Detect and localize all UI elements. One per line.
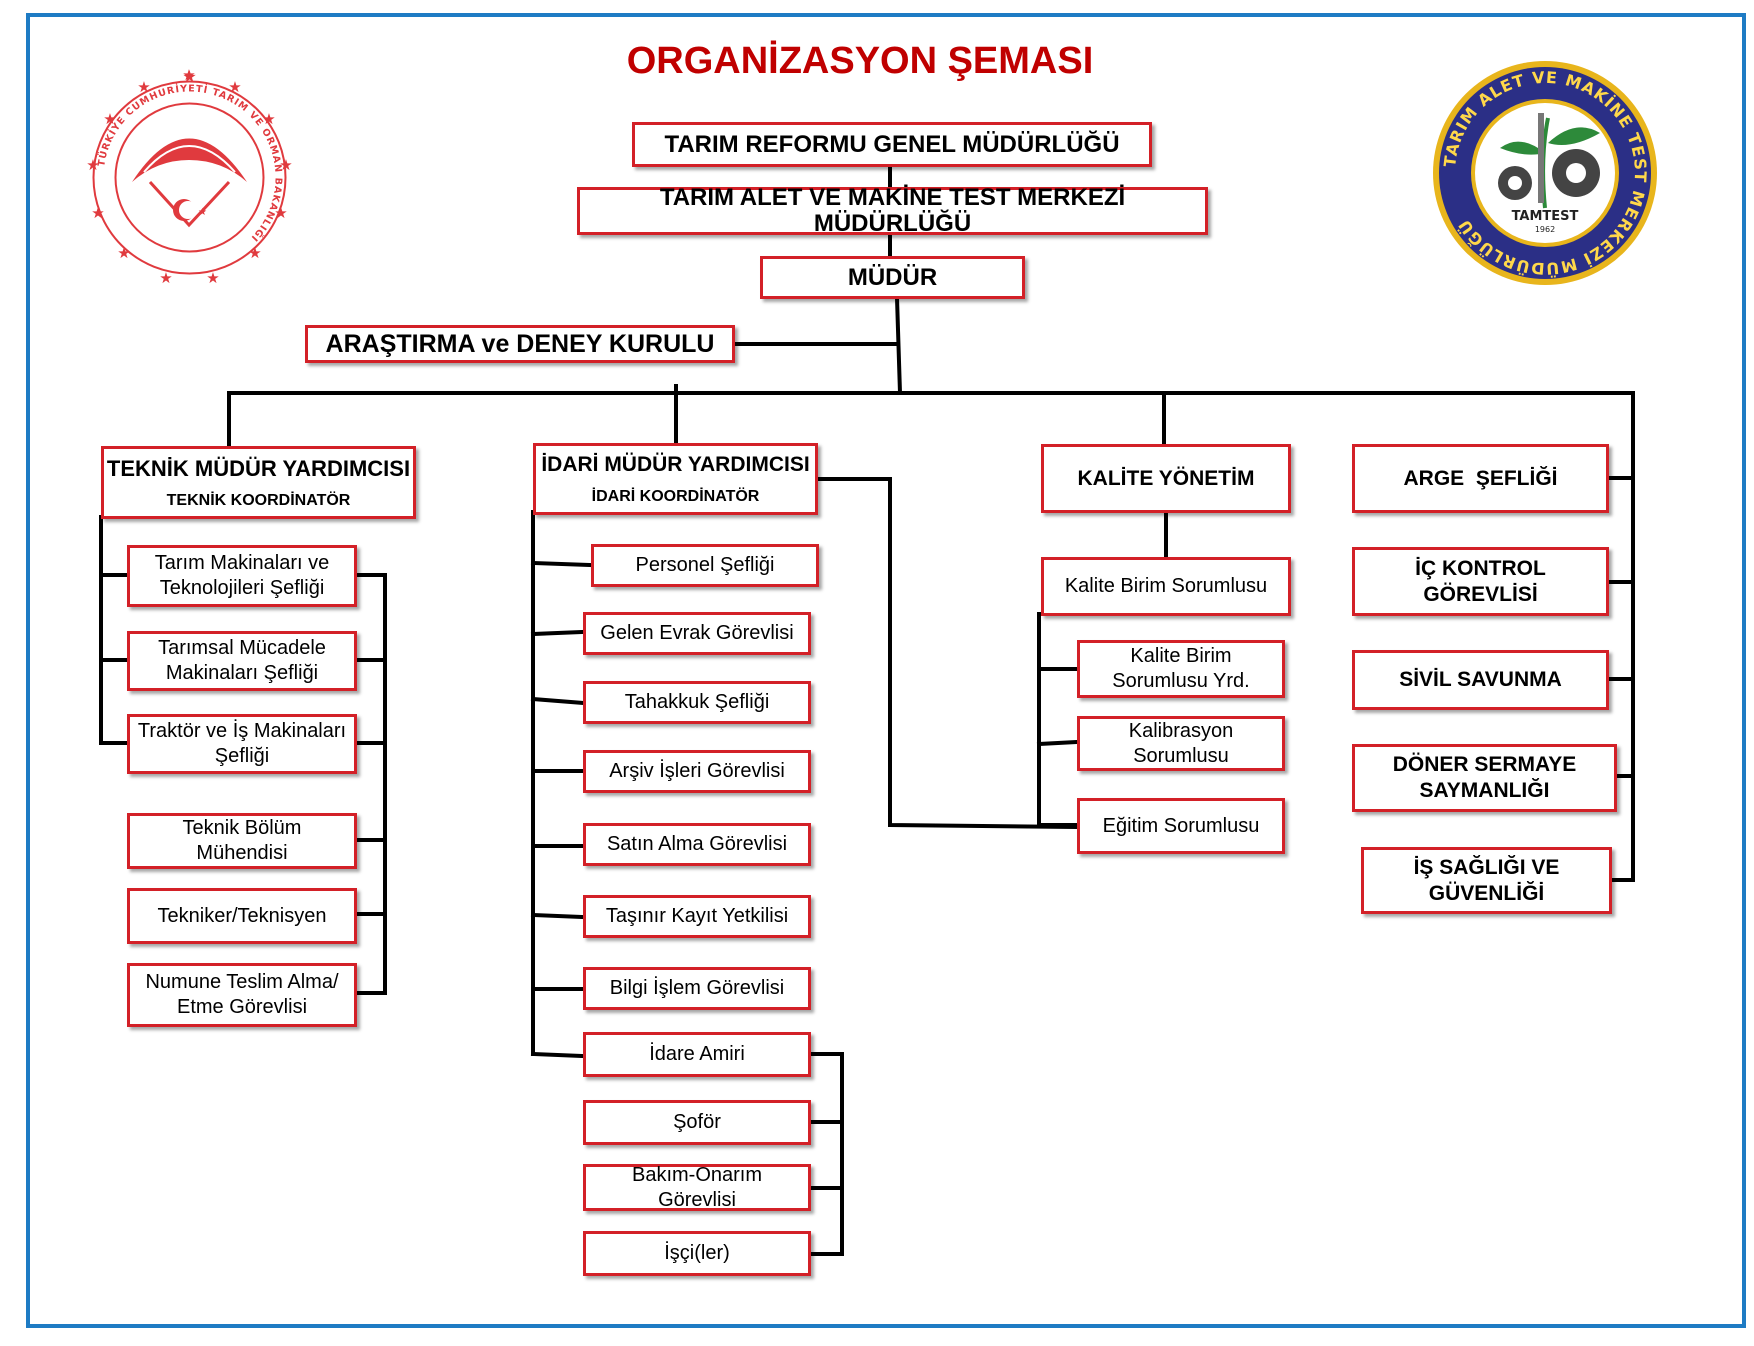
- internal-control-box: İÇ KONTROL GÖREVLİSİ: [1352, 547, 1609, 616]
- svg-text:★: ★: [248, 244, 261, 262]
- admin-item: Tahakkuk Şefliği: [583, 681, 811, 724]
- admin-item-label: Bakım-Onarım Görevlisi: [631, 1163, 763, 1211]
- admin-item: Personel Şefliği: [591, 544, 819, 587]
- admin-item-label: Personel Şefliği: [635, 554, 775, 576]
- admin-item-label: Şoför: [673, 1111, 721, 1133]
- technical-item: Teknik Bölüm Mühendisi: [127, 813, 357, 869]
- civil-defense-label: SİVİL SAVUNMA: [1399, 668, 1562, 691]
- admin-item: İşçi(ler): [583, 1231, 811, 1276]
- svg-text:★: ★: [262, 110, 275, 128]
- admin-item: Taşınır Kayıt Yetkilisi: [583, 895, 811, 938]
- tamtest-year: 1962: [1535, 225, 1555, 234]
- admin-item-label: İşçi(ler): [664, 1242, 730, 1264]
- technical-deputy-box: TEKNİK MÜDÜR YARDIMCISI TEKNİK KOORDİNAT…: [101, 446, 416, 519]
- admin-item: Bilgi İşlem Görevlisi: [583, 967, 811, 1010]
- technical-item-label: Tarım Makinaları ve Teknolojileri Şefliğ…: [154, 552, 330, 599]
- technical-item-label: Tekniker/Teknisyen: [157, 904, 327, 927]
- svg-text:★: ★: [103, 110, 116, 128]
- admin-deputy-box: İDARİ MÜDÜR YARDIMCISI İDARİ KOORDİNATÖR: [533, 443, 818, 515]
- admin-coordinator-label: İDARİ KOORDİNATÖR: [591, 488, 760, 505]
- ministry-seal-logo: ★ ★★★ ★★★ ★★★ ★★★ ★ TÜRKİYE CUMHURİYETİ …: [72, 60, 307, 300]
- admin-deputy-title: İDARİ MÜDÜR YARDIMCISI: [541, 453, 810, 476]
- admin-item-label: İdare Amiri: [649, 1043, 745, 1065]
- center-directorate-box: TARIM ALET VE MAKİNE TEST MERKEZİ MÜDÜRL…: [577, 184, 1208, 237]
- page-title: ORGANİZASYON ŞEMASI: [626, 40, 1094, 82]
- occupational-safety-label: İŞ SAĞLIĞI VE GÜVENLİĞİ: [1413, 855, 1560, 905]
- quality-item: Kalite Birim Sorumlusu Yrd.: [1077, 640, 1285, 698]
- director-box: MÜDÜR: [760, 256, 1025, 299]
- quality-item-label: Kalibrasyon Sorumlusu: [1128, 719, 1234, 767]
- admin-item: Arşiv İşleri Görevlisi: [583, 750, 811, 793]
- svg-text:★: ★: [279, 156, 292, 174]
- center-directorate-label: TARIM ALET VE MAKİNE TEST MERKEZİ MÜDÜRL…: [659, 184, 1126, 237]
- technical-item-label: Numune Teslim Alma/ Etme Görevlisi: [145, 971, 339, 1018]
- svg-text:★: ★: [117, 244, 130, 262]
- quality-head-label: Kalite Birim Sorumlusu: [1064, 575, 1268, 597]
- svg-text:★: ★: [198, 207, 207, 218]
- director-label: MÜDÜR: [847, 263, 938, 291]
- general-directorate-box: TARIM REFORMU GENEL MÜDÜRLÜĞÜ: [632, 122, 1152, 167]
- technical-item: Tarım Makinaları ve Teknolojileri Şefliğ…: [127, 545, 357, 607]
- technical-coordinator-label: TEKNİK KOORDİNATÖR: [166, 491, 351, 509]
- technical-item: Traktör ve İş Makinaları Şefliği: [127, 714, 357, 774]
- technical-item: Tarımsal Mücadele Makinaları Şefliği: [127, 631, 357, 691]
- general-directorate-label: TARIM REFORMU GENEL MÜDÜRLÜĞÜ: [664, 130, 1120, 158]
- svg-text:★: ★: [86, 156, 99, 174]
- quality-item: Eğitim Sorumlusu: [1077, 798, 1285, 854]
- technical-item: Numune Teslim Alma/ Etme Görevlisi: [127, 963, 357, 1027]
- admin-item-label: Tahakkuk Şefliği: [624, 691, 770, 713]
- quality-management-box: KALİTE YÖNETİM: [1041, 444, 1291, 513]
- quality-item-label: Eğitim Sorumlusu: [1102, 814, 1260, 837]
- admin-item-label: Taşınır Kayıt Yetkilisi: [605, 905, 789, 927]
- technical-item: Tekniker/Teknisyen: [127, 888, 357, 944]
- svg-text:★: ★: [182, 66, 195, 84]
- tamtest-logo: TARIM ALET VE MAKİNE TEST MERKEZİ MÜDÜRL…: [1430, 58, 1660, 293]
- revolving-fund-label: DÖNER SERMAYE SAYMANLIĞI: [1392, 753, 1577, 802]
- quality-management-title: KALİTE YÖNETİM: [1077, 466, 1255, 490]
- quality-item-label: Kalite Birim Sorumlusu Yrd.: [1112, 645, 1250, 692]
- svg-text:★: ★: [159, 269, 172, 287]
- tamtest-emblem-icon: TARIM ALET VE MAKİNE TEST MERKEZİ MÜDÜRL…: [1433, 61, 1657, 285]
- admin-item: Bakım-Onarım Görevlisi: [583, 1164, 811, 1211]
- admin-item-label: Gelen Evrak Görevlisi: [600, 622, 794, 644]
- admin-item-label: Satın Alma Görevlisi: [606, 833, 788, 855]
- admin-item: Gelen Evrak Görevlisi: [583, 612, 811, 655]
- research-board-label: ARAŞTIRMA ve DENEY KURULU: [325, 329, 715, 358]
- rnd-office-label: ARGE ŞEFLİĞİ: [1403, 466, 1558, 490]
- ministry-seal-icon: ★ ★★★ ★★★ ★★★ ★★★ ★ TÜRKİYE CUMHURİYETİ …: [86, 66, 292, 287]
- civil-defense-box: SİVİL SAVUNMA: [1352, 650, 1609, 710]
- svg-text:★: ★: [206, 269, 219, 287]
- technical-item-label: Teknik Bölüm Mühendisi: [182, 817, 302, 864]
- revolving-fund-box: DÖNER SERMAYE SAYMANLIĞI: [1352, 744, 1617, 812]
- admin-item: İdare Amiri: [583, 1032, 811, 1077]
- quality-head-box: Kalite Birim Sorumlusu: [1041, 557, 1291, 616]
- research-board-box: ARAŞTIRMA ve DENEY KURULU: [305, 325, 735, 363]
- admin-item: Satın Alma Görevlisi: [583, 823, 811, 866]
- technical-item-label: Traktör ve İş Makinaları Şefliği: [137, 720, 347, 767]
- internal-control-label: İÇ KONTROL GÖREVLİSİ: [1415, 556, 1546, 606]
- occupational-safety-box: İŞ SAĞLIĞI VE GÜVENLİĞİ: [1361, 847, 1612, 914]
- admin-item-label: Arşiv İşleri Görevlisi: [609, 760, 785, 782]
- tamtest-name: TAMTEST: [1512, 209, 1579, 224]
- technical-item-label: Tarımsal Mücadele Makinaları Şefliği: [158, 637, 326, 684]
- admin-item-label: Bilgi İşlem Görevlisi: [609, 977, 785, 999]
- admin-item: Şoför: [583, 1100, 811, 1145]
- technical-deputy-title: TEKNİK MÜDÜR YARDIMCISI: [106, 455, 411, 481]
- quality-item: Kalibrasyon Sorumlusu: [1077, 716, 1285, 771]
- rnd-office-box: ARGE ŞEFLİĞİ: [1352, 444, 1609, 513]
- page-frame: [26, 13, 1746, 1328]
